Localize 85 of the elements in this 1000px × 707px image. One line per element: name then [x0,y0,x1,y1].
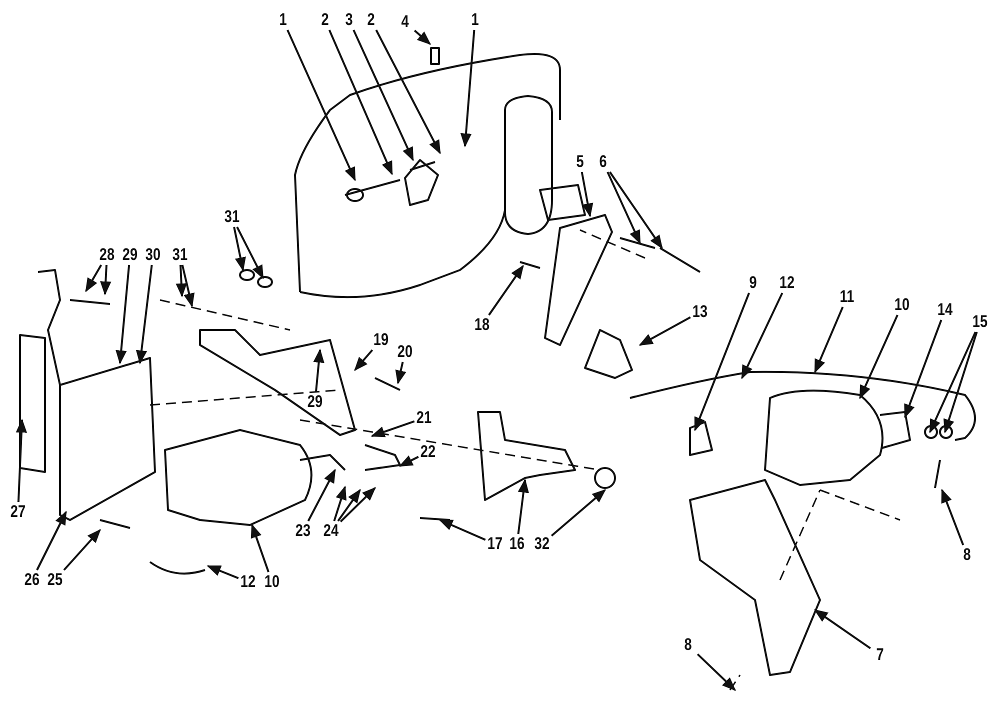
leader-line [814,306,844,374]
callout-number: 26 [22,571,42,589]
leader-line [136,264,153,364]
leader-line [859,314,898,400]
callout-number: 17 [485,535,505,553]
callout-number: 3 [339,11,359,29]
leader-line [176,264,187,298]
callout-number: 10 [262,573,282,591]
callout-number: 4 [395,13,415,31]
leader-line [943,332,978,434]
callout-number: 23 [293,522,313,540]
leader-line [696,653,736,691]
callout-number: 25 [45,571,65,589]
callout-number: 18 [472,316,492,334]
leader-line [206,565,239,580]
callout-number: 30 [143,246,163,264]
callout-number: 16 [507,535,527,553]
leader-line [100,264,112,296]
leader-line [333,486,347,522]
leader-line [16,418,28,502]
callout-number: 31 [170,246,190,264]
leader-line [488,264,524,316]
leader-line [398,455,419,467]
leader-line [328,30,393,176]
callout-number: 11 [837,288,857,306]
callout-number: 9 [743,274,763,292]
leader-line [694,292,750,432]
leader-line [236,226,264,280]
callout-number: 5 [570,153,590,171]
leader-line [609,171,663,250]
leader-line [904,320,942,418]
callout-number: 10 [892,296,912,314]
leader-line [460,30,476,148]
callout-number: 31 [222,208,242,226]
leader-line [313,348,324,392]
leader-line [395,362,406,384]
leader-line [580,172,594,218]
leader-line [337,488,361,522]
leader-line [370,420,415,438]
callout-number: 2 [361,11,381,29]
callout-number: 19 [371,331,391,349]
leader-line [340,487,376,522]
callout-number: 24 [321,522,341,540]
leader-line [375,30,441,154]
leader-line [85,264,102,292]
leader-line [181,264,195,308]
leader-line [286,30,356,182]
callout-number: 13 [690,303,710,321]
leader-line [929,332,976,434]
callout-number: 21 [414,409,434,427]
callout-number: 8 [957,546,977,564]
leader-line [438,519,486,541]
callout-number: 28 [97,246,117,264]
callout-number: 15 [970,313,990,331]
leader-line [638,316,691,346]
callout-number: 29 [120,246,140,264]
callout-number: 2 [315,11,335,29]
callout-number: 8 [678,636,698,654]
leader-line [116,264,130,364]
callout-number: 32 [532,535,552,553]
leader-line [233,226,246,272]
callout-number: 7 [870,646,890,664]
leader-line [550,489,606,537]
callout-number: 14 [935,301,955,319]
callout-number: 1 [465,11,485,29]
leader-line [414,30,432,45]
callout-number: 6 [593,153,613,171]
leader-line [814,609,871,650]
leader-line [517,478,529,534]
leader-line [36,510,67,570]
leader-line [354,349,374,372]
leader-line [63,528,101,571]
callout-number: 20 [395,343,415,361]
callout-number: 22 [418,443,438,461]
leader-line [941,488,964,546]
callout-number: 27 [8,503,28,521]
callout-number: 12 [777,274,797,292]
leader-line [606,172,641,244]
leader-line [307,468,336,522]
leader-line [352,30,414,162]
callout-number: 12 [238,573,258,591]
callout-number: 29 [305,393,325,411]
leader-line [741,292,784,380]
leader-line [250,524,270,572]
callout-number: 1 [273,11,293,29]
